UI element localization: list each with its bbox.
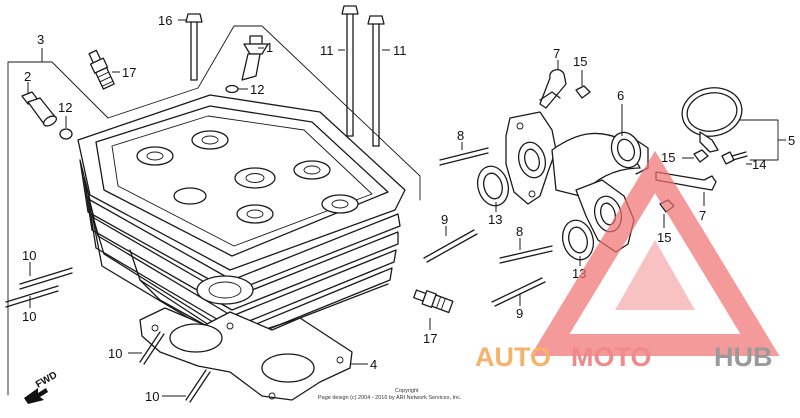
callout-4: 4	[370, 357, 377, 372]
automotohub-logo	[530, 150, 780, 356]
cylinder-head-frame	[7, 25, 421, 396]
callout-14: 14	[752, 157, 766, 172]
spark-plug-lower	[413, 289, 454, 330]
watermark-auto: AUTO	[475, 342, 551, 372]
callout-11-right: 11	[393, 43, 407, 58]
spark-plug-top	[88, 49, 120, 90]
callout-2: 2	[24, 69, 31, 84]
bolt-14	[721, 151, 752, 165]
callout-8-upper: 8	[457, 128, 464, 143]
callout-9-lower: 9	[516, 306, 523, 321]
copyright-line-1: Copyright	[395, 388, 419, 394]
callout-11-left: 11	[320, 43, 334, 58]
intake-gasket-13-lower	[561, 219, 595, 266]
nut-15-mid	[682, 149, 709, 163]
copyright-line-2: Page design (c) 2004 - 2016 by ARI Netwo…	[318, 395, 462, 401]
callout-15-mid: 15	[661, 150, 675, 165]
callout-10-c: 10	[108, 346, 122, 361]
stud-9-top	[423, 226, 478, 263]
callout-15-top: 15	[573, 54, 587, 69]
callout-6: 6	[617, 88, 624, 103]
hose-clamp	[681, 87, 786, 161]
stud-9-lower	[491, 277, 546, 307]
stud-16	[178, 13, 203, 81]
o-ring-12-left	[59, 116, 73, 140]
callout-13-upper: 13	[488, 212, 502, 227]
callout-17-top: 17	[122, 65, 136, 80]
stud-set-11	[338, 5, 390, 147]
callout-3: 3	[37, 32, 44, 47]
callout-7-lower: 7	[699, 208, 706, 223]
watermark-moto: MOTO	[571, 342, 652, 372]
callout-10-d: 10	[145, 389, 159, 404]
watermark-hub: HUB	[714, 342, 773, 372]
forward-direction-indicator: FWD	[24, 370, 59, 404]
callout-12-top: 12	[250, 82, 264, 97]
arrow-icon	[24, 388, 48, 404]
callout-10-a: 10	[22, 248, 36, 263]
callout-12-left: 12	[58, 100, 72, 115]
automotohub-wordmark: AUTO MOTO HUB	[475, 342, 773, 372]
cylinder-head	[77, 94, 406, 345]
callout-16: 16	[158, 13, 172, 28]
fwd-label: FWD	[34, 370, 59, 391]
callout-8-lower: 8	[516, 224, 523, 239]
copyright-notice: Copyright Page design (c) 2004 - 2016 by…	[318, 388, 462, 401]
nut-15-top	[575, 70, 591, 99]
intake-gasket-13-upper	[476, 165, 510, 212]
callout-15-lower: 15	[657, 230, 671, 245]
callout-17-lower: 17	[423, 331, 437, 346]
stud-8-lower	[499, 238, 553, 264]
callout-5: 5	[788, 133, 795, 148]
callout-1: 1	[266, 40, 273, 55]
stud-8-top	[439, 142, 489, 166]
callout-10-b: 10	[22, 309, 36, 324]
bracket-7-upper	[539, 60, 567, 109]
head-gasket	[139, 307, 368, 401]
o-ring-12-top	[225, 84, 248, 94]
callout-9-upper: 9	[441, 212, 448, 227]
part-2	[21, 82, 58, 127]
callout-7-upper: 7	[553, 46, 560, 61]
part-1	[241, 35, 269, 81]
stud-set-10	[5, 262, 211, 403]
